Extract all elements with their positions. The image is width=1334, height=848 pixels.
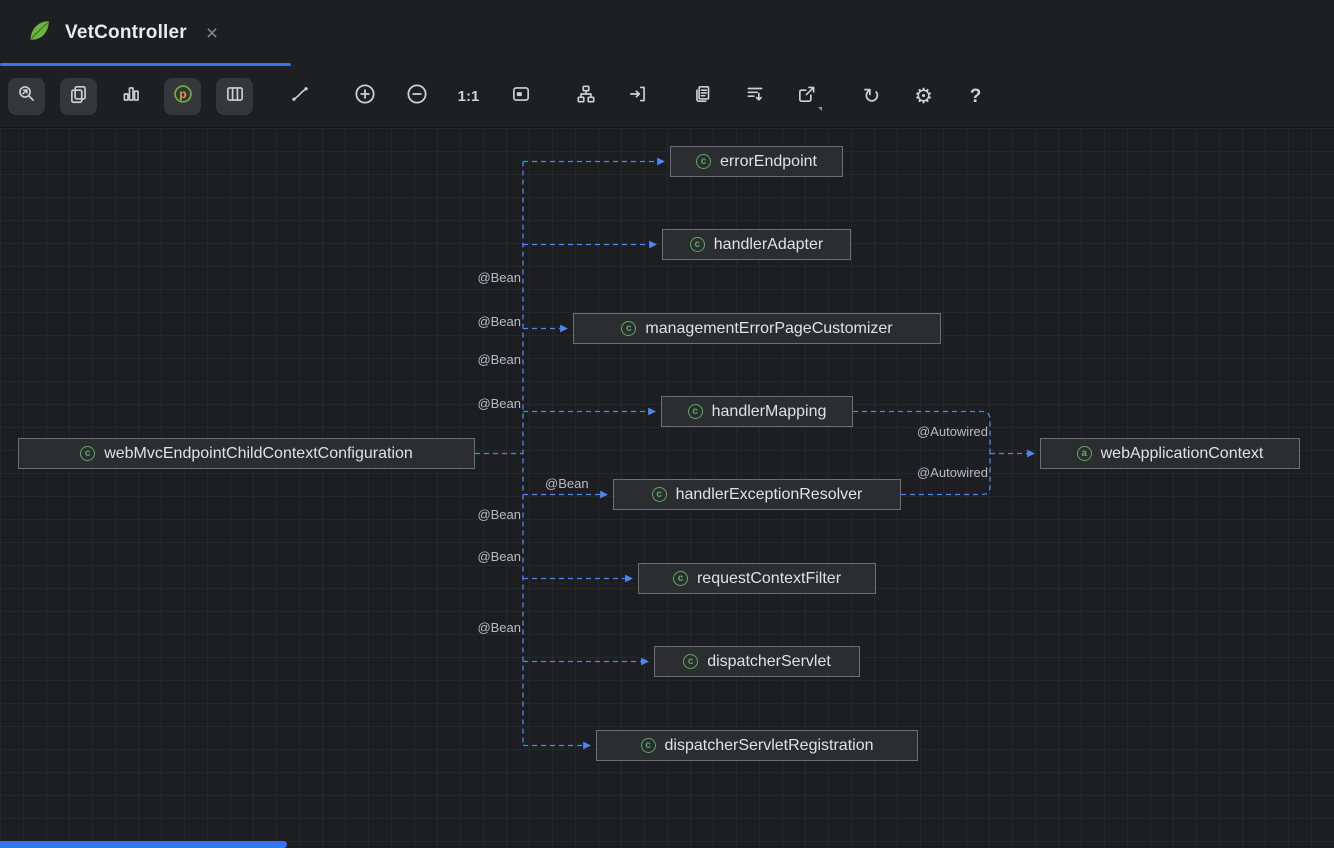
node-errorEndpoint[interactable]: c errorEndpoint xyxy=(670,146,843,177)
edge-mode-button[interactable] xyxy=(281,78,318,115)
edge-label-autowired: @Autowired xyxy=(917,465,988,480)
node-label: dispatcherServletRegistration xyxy=(665,737,874,755)
arrow-into-bracket-icon xyxy=(627,83,649,110)
spring-scope-icon: p xyxy=(172,83,194,110)
node-dispatcherServletRegistration[interactable]: c dispatcherServletRegistration xyxy=(596,730,918,761)
edge-label-bean: @Bean xyxy=(477,270,521,285)
node-label: handlerMapping xyxy=(712,403,827,421)
locate-in-diagram-button[interactable] xyxy=(8,78,45,115)
diagram-toolbar: p xyxy=(0,66,1334,128)
active-tab-indicator xyxy=(0,63,291,66)
zoom-out-button[interactable] xyxy=(398,78,435,115)
zoom-in-icon xyxy=(353,82,377,111)
help-icon: ? xyxy=(970,87,982,106)
node-handlerExceptionResolver[interactable]: c handlerExceptionResolver xyxy=(613,479,901,510)
magnifier-icon xyxy=(16,83,38,110)
editor-tab-bar: VetController × xyxy=(0,0,1334,66)
export-icon xyxy=(796,83,818,110)
spring-bean-class-icon: c xyxy=(683,654,698,669)
node-managementErrorPageCustomizer[interactable]: c managementErrorPageCustomizer xyxy=(573,313,941,344)
node-label: errorEndpoint xyxy=(720,153,817,171)
table-view-button[interactable] xyxy=(216,78,253,115)
tab-title: VetController xyxy=(65,22,187,44)
dropdown-arrow-icon xyxy=(818,107,822,111)
node-label: handlerAdapter xyxy=(714,236,823,254)
spring-bean-class-icon: c xyxy=(673,571,688,586)
copy-diagram-button[interactable] xyxy=(684,78,721,115)
actual-size-button[interactable]: 1:1 xyxy=(450,78,487,115)
edge-label-autowired: @Autowired xyxy=(917,424,988,439)
zoom-in-button[interactable] xyxy=(346,78,383,115)
horizontal-scrollbar-thumb[interactable] xyxy=(0,841,287,848)
node-label: handlerExceptionResolver xyxy=(676,486,863,504)
spring-bean-class-icon: c xyxy=(641,738,656,753)
spring-bean-class-icon: c xyxy=(690,237,705,252)
node-handlerAdapter[interactable]: c handlerAdapter xyxy=(662,229,851,260)
tab-vetcontroller[interactable]: VetController × xyxy=(0,0,242,66)
edge-label-bean: @Bean xyxy=(477,396,521,411)
export-diagram-button[interactable] xyxy=(788,78,825,115)
edge-label-bean: @Bean xyxy=(477,507,521,522)
spring-bean-class-icon: c xyxy=(696,154,711,169)
settings-button[interactable]: ⚙ xyxy=(905,78,942,115)
spring-bean-class-icon: c xyxy=(80,446,95,461)
bean-scope-filter-button[interactable]: p xyxy=(164,78,201,115)
spring-bean-class-icon: c xyxy=(652,487,667,502)
fit-content-icon xyxy=(510,83,532,110)
zoom-out-icon xyxy=(405,82,429,111)
node-handlerMapping[interactable]: c handlerMapping xyxy=(661,396,853,427)
list-with-arrow-icon xyxy=(744,83,766,110)
route-edges-button[interactable] xyxy=(619,78,656,115)
copy-selection-button[interactable] xyxy=(60,78,97,115)
apply-layout-button[interactable] xyxy=(567,78,604,115)
node-label: dispatcherServlet xyxy=(707,653,831,671)
edge-trunk[interactable] xyxy=(475,162,523,746)
tab-close-icon[interactable]: × xyxy=(206,23,218,44)
node-label: managementErrorPageCustomizer xyxy=(645,320,892,338)
copy-icon xyxy=(68,83,90,110)
edge-label-bean: @Bean xyxy=(477,314,521,329)
spring-bean-abstract-icon: a xyxy=(1077,446,1092,461)
edge-label-bean: @Bean xyxy=(477,352,521,367)
refresh-icon: ↻ xyxy=(863,86,881,107)
diagram-canvas[interactable]: c errorEndpoint c handlerAdapter c manag… xyxy=(0,128,1334,848)
fit-content-button[interactable] xyxy=(502,78,539,115)
expand-nodes-button[interactable] xyxy=(736,78,773,115)
edge-label-bean: @Bean xyxy=(477,549,521,564)
spring-bean-class-icon: c xyxy=(621,321,636,336)
node-webApplicationContext[interactable]: a webApplicationContext xyxy=(1040,438,1300,469)
show-columns-button[interactable] xyxy=(112,78,149,115)
node-label: requestContextFilter xyxy=(697,570,841,588)
actual-size-label: 1:1 xyxy=(458,88,480,105)
refresh-button[interactable]: ↻ xyxy=(853,78,890,115)
spring-bean-class-icon: c xyxy=(688,404,703,419)
node-requestContextFilter[interactable]: c requestContextFilter xyxy=(638,563,876,594)
node-webMvcEndpointChildContextConfiguration[interactable]: c webMvcEndpointChildContextConfiguratio… xyxy=(18,438,475,469)
node-dispatcherServlet[interactable]: c dispatcherServlet xyxy=(654,646,860,677)
hierarchy-layout-icon xyxy=(575,83,597,110)
chart-columns-icon xyxy=(120,83,142,110)
node-label: webApplicationContext xyxy=(1101,445,1264,463)
table-grid-icon xyxy=(224,83,246,110)
edge-label-bean: @Bean xyxy=(477,620,521,635)
node-label: webMvcEndpointChildContextConfiguration xyxy=(104,445,413,463)
help-button[interactable]: ? xyxy=(957,78,994,115)
connector-curve-icon xyxy=(289,83,311,110)
documents-icon xyxy=(692,83,714,110)
spring-leaf-icon xyxy=(26,18,52,49)
svg-text:p: p xyxy=(179,87,186,101)
edge-label-bean: @Bean xyxy=(545,476,589,491)
gear-icon: ⚙ xyxy=(914,86,933,107)
